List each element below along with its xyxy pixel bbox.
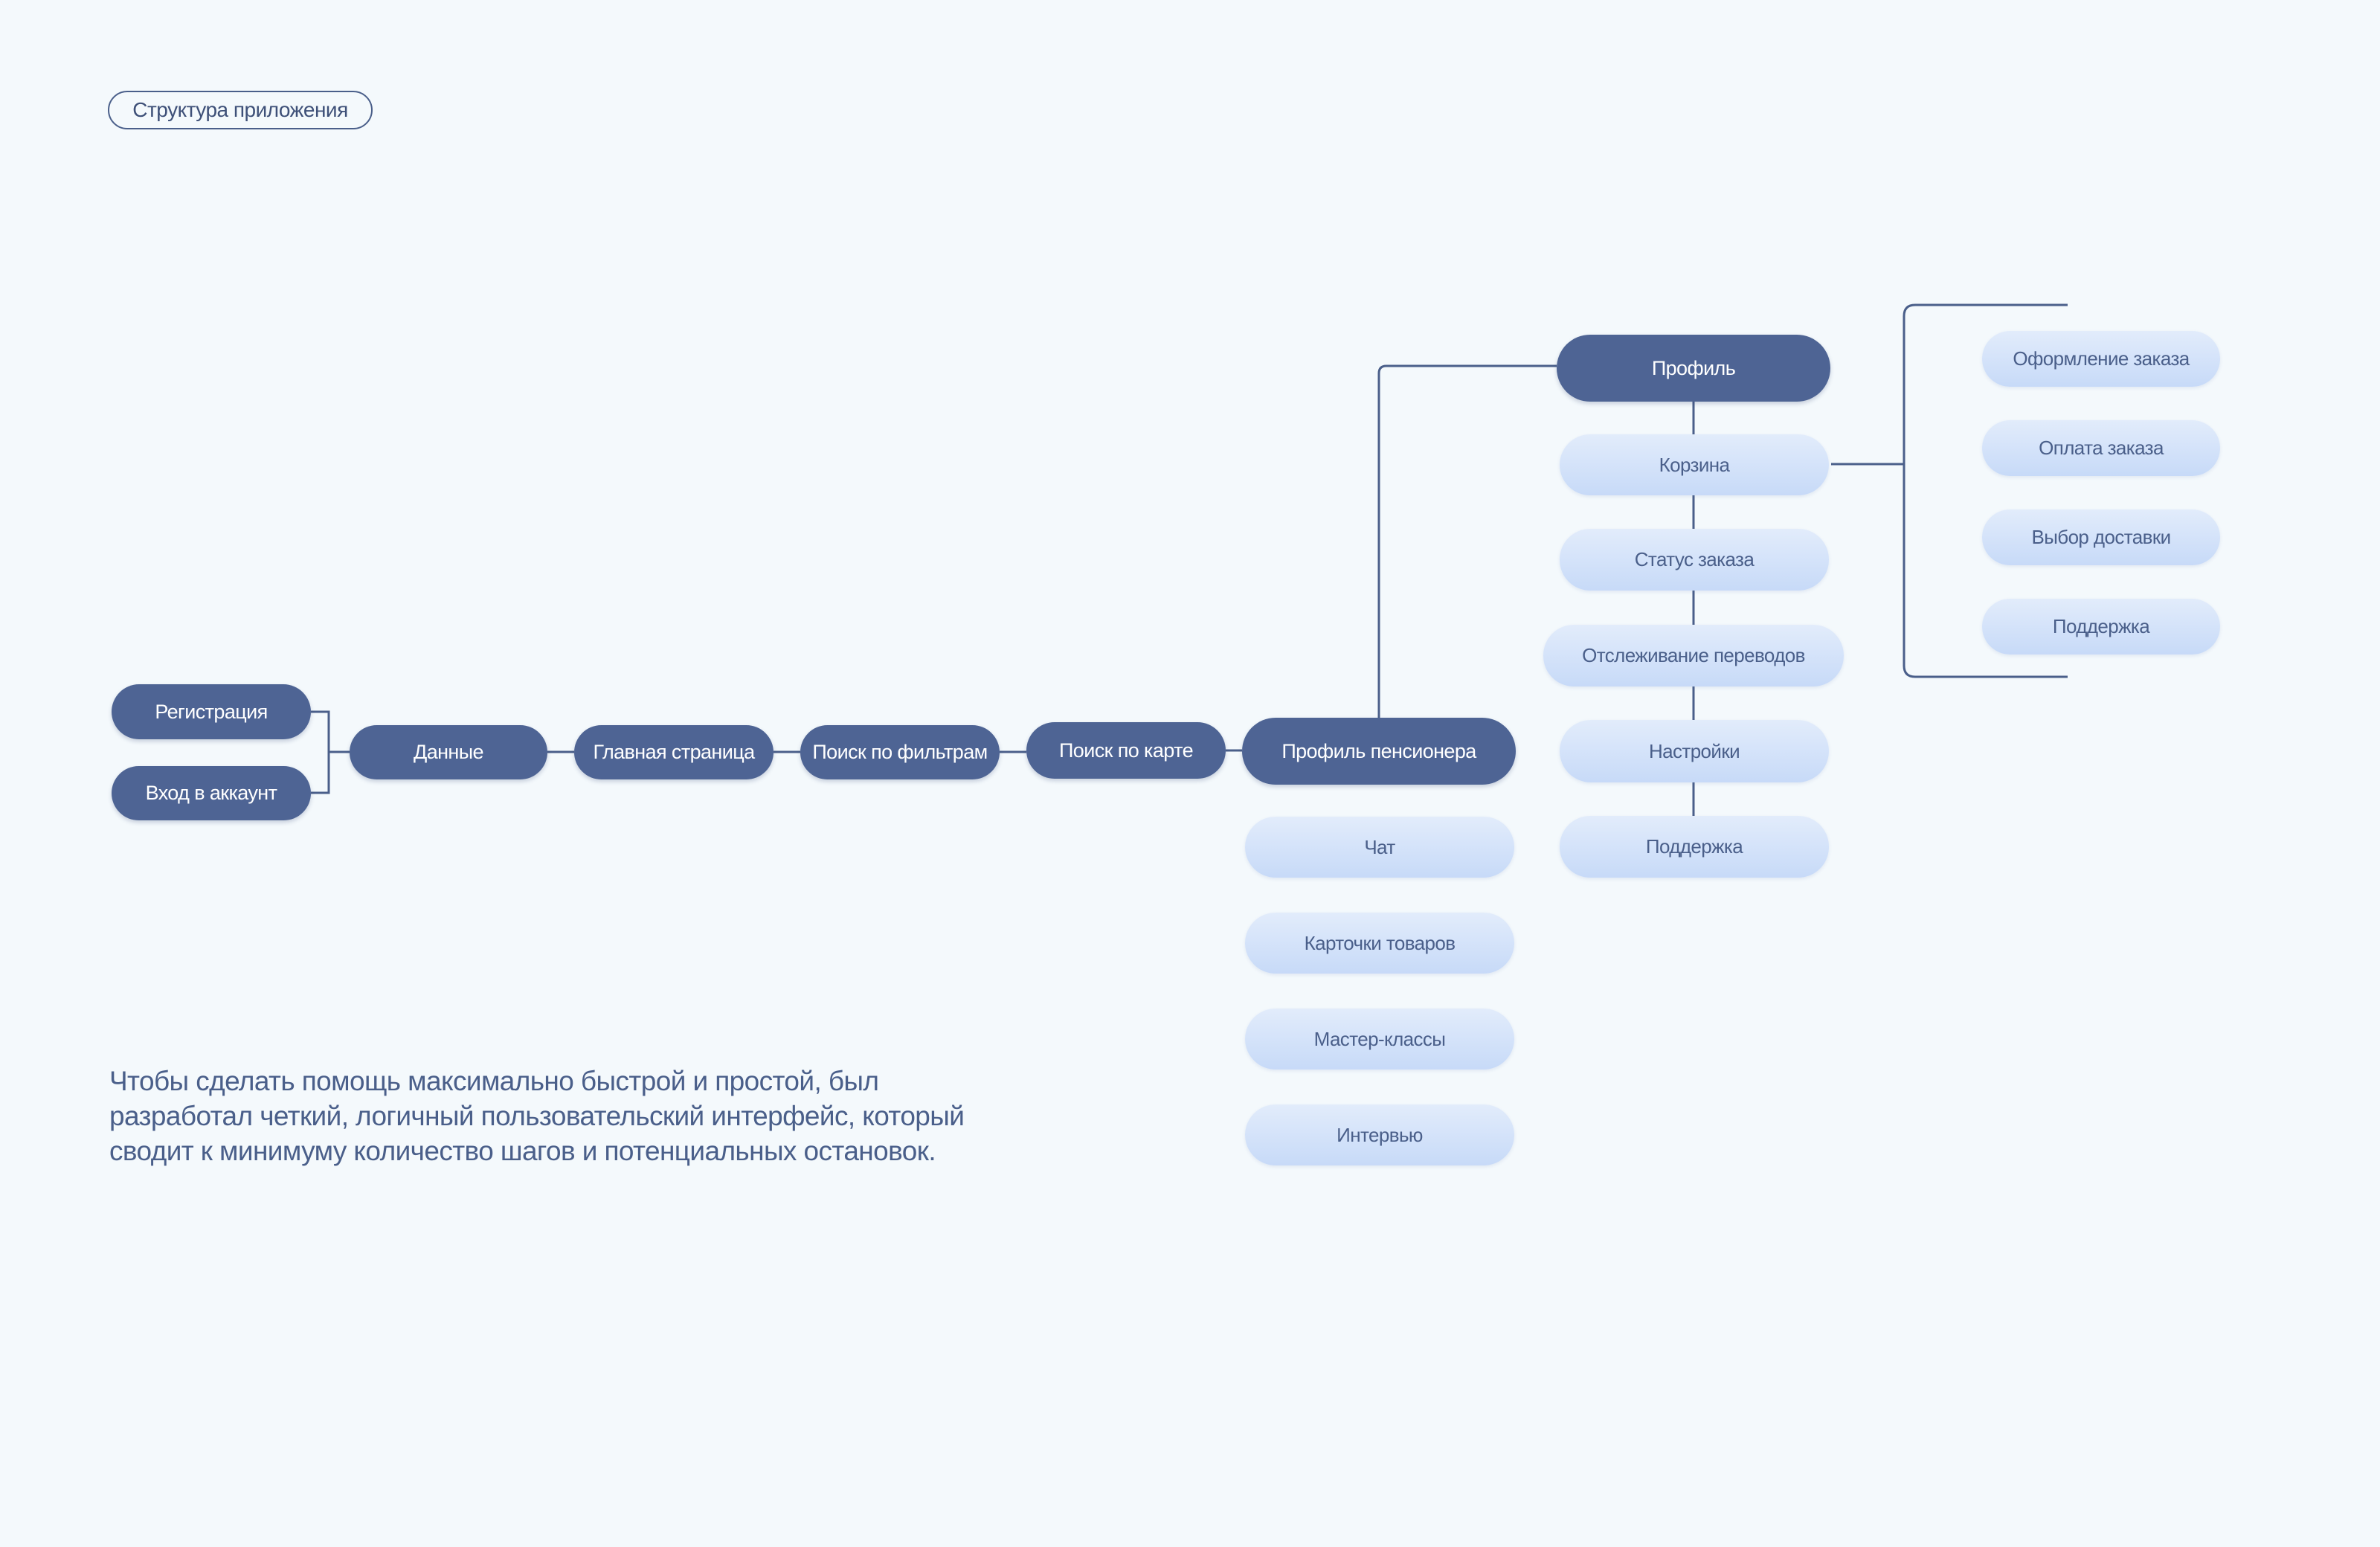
product-cards-node[interactable]: Карточки товаров xyxy=(1245,913,1514,974)
interview-node[interactable]: Интервью xyxy=(1245,1104,1514,1165)
payment-node[interactable]: Оплата заказа xyxy=(1982,420,2220,476)
order-status-node[interactable]: Статус заказа xyxy=(1560,529,1829,591)
checkout-node[interactable]: Оформление заказа xyxy=(1982,331,2220,387)
delivery-choice-node[interactable]: Выбор доставки xyxy=(1982,509,2220,565)
profile-node[interactable]: Профиль xyxy=(1557,335,1830,402)
registration-node[interactable]: Регистрация xyxy=(112,684,311,739)
map-search-node[interactable]: Поиск по карте xyxy=(1026,722,1226,779)
section-tag: Структура приложения xyxy=(108,91,373,129)
home-node[interactable]: Главная страница xyxy=(574,725,774,779)
cart-node[interactable]: Корзина xyxy=(1560,434,1829,495)
settings-node[interactable]: Настройки xyxy=(1560,720,1829,782)
master-classes-node[interactable]: Мастер-классы xyxy=(1245,1009,1514,1070)
login-node[interactable]: Вход в аккаунт xyxy=(112,766,311,820)
connector-pensioner-profile xyxy=(1377,364,1557,718)
description-text: Чтобы сделать помощь максимально быстрой… xyxy=(109,1066,965,1166)
connector-auth-bracket xyxy=(311,710,350,794)
pensioner-profile-node[interactable]: Профиль пенсионера xyxy=(1242,718,1516,785)
data-node[interactable]: Данные xyxy=(350,725,547,779)
chat-node[interactable]: Чат xyxy=(1245,817,1514,878)
filter-search-node[interactable]: Поиск по фильтрам xyxy=(800,725,1000,779)
connector-cart-bracket xyxy=(1831,303,2068,678)
support-node[interactable]: Поддержка xyxy=(1560,816,1829,878)
transfer-tracking-node[interactable]: Отслеживание переводов xyxy=(1543,625,1844,686)
cart-support-node[interactable]: Поддержка xyxy=(1982,599,2220,654)
